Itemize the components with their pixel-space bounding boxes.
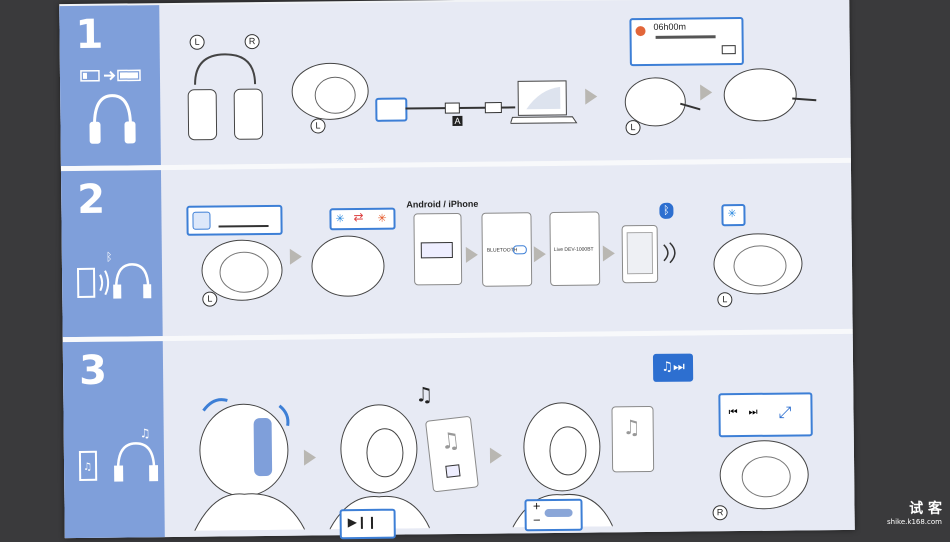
headphone-side-label: R	[712, 505, 728, 521]
right-indicator: R	[244, 34, 260, 50]
red-led-icon	[635, 26, 646, 37]
cable-label: A	[452, 115, 463, 127]
music-note-icon: ♫	[439, 428, 462, 456]
headphones-top-view	[187, 53, 264, 141]
battery-full-icon	[721, 45, 736, 55]
phone-music-headphones-icon: ♫ ♫	[78, 426, 159, 482]
settings-icon	[420, 242, 453, 259]
arrow	[489, 447, 503, 464]
volume-minus-icon: −	[532, 515, 542, 527]
arrow	[465, 246, 478, 263]
svg-text:♫: ♫	[140, 426, 151, 440]
headphone-usb-port	[291, 62, 369, 120]
track-skip-box: ⏮ ⏭ ⤢	[718, 392, 813, 438]
arrow	[303, 449, 317, 466]
watermark-brand: 试 客	[909, 501, 942, 517]
section-title: Android / iPhone	[406, 198, 479, 210]
headphones-icon	[89, 94, 136, 144]
laptop-icon	[510, 80, 578, 124]
headphone-power	[201, 239, 283, 301]
step-3-row: 3 ♫ ♫ ♫ ♫	[62, 333, 855, 540]
next-track-icon: ⏭	[748, 406, 758, 418]
hold-7s-icon	[218, 212, 269, 228]
headphone-pairing	[311, 235, 385, 297]
music-skip-icon: ♫⏭	[652, 353, 694, 382]
power-hold-box	[186, 204, 283, 236]
instruction-sheet: 1 L R L	[59, 0, 855, 540]
toggle-icon	[512, 245, 527, 255]
blue-led-icon: ✳	[335, 212, 345, 226]
play-pause-button-box: ▶❙❙	[339, 508, 396, 540]
play-pause-icon: ▶❙❙	[347, 514, 378, 530]
slide-gesture-icon: ⤢	[778, 402, 792, 422]
red-led-icon: ✳	[377, 211, 387, 225]
blue-led-icon: ✳	[727, 207, 737, 221]
phone-volume-screen: ♫	[611, 405, 655, 473]
svg-text:♫: ♫	[83, 462, 92, 473]
headphone-side-label: L	[625, 120, 641, 136]
step-2-sidebar: 2 ᛒ	[60, 170, 163, 338]
headphone-connected	[713, 233, 803, 295]
headphone-side-label: L	[310, 118, 326, 134]
arrow	[533, 246, 546, 263]
charge-timer-box: 06h00m	[629, 16, 744, 67]
arrow	[700, 84, 713, 101]
headphone-unplug	[723, 68, 817, 122]
music-notes-icon: ♫	[415, 382, 434, 407]
arrow	[289, 248, 302, 265]
phone-screen	[626, 231, 654, 275]
phone-connected	[621, 224, 659, 284]
bluetooth-icon: ᛒ	[659, 202, 674, 219]
previous-track-icon: ⏮	[728, 407, 738, 419]
charge-progress-bar	[655, 35, 716, 39]
power-button-icon	[192, 211, 211, 230]
step-number: 2	[77, 176, 106, 223]
led-blue-box: ✳	[721, 203, 746, 227]
phone-play-screen: ♫	[424, 415, 479, 493]
watermark: 试 客 shike.k168.com	[887, 498, 942, 526]
headphone-charging	[624, 77, 701, 127]
timer-readout: 06h00m	[653, 21, 687, 32]
phone-to-headphones-icon	[76, 263, 152, 299]
step-1-sidebar: 1	[59, 5, 161, 167]
phone-device-list-screen: Live DEV-1000BT	[549, 211, 601, 287]
step-2-row: 2 ᛒ L ✳ ⇄ ✳ Android	[60, 162, 853, 338]
watermark-site: shike.k168.com	[887, 518, 942, 526]
signal-waves-icon	[663, 242, 676, 264]
step-1-row: 1 L R L	[59, 0, 851, 167]
volume-rocker-icon	[544, 508, 573, 518]
headphone-side-label: L	[202, 291, 218, 307]
device-entry: Live DEV-1000BT	[553, 246, 594, 253]
phone-settings-screen	[413, 212, 463, 286]
battery-charge-icon	[80, 69, 141, 82]
usb-port-zoom	[375, 97, 408, 122]
usb-cable-icon	[405, 102, 516, 114]
arrow	[602, 245, 615, 262]
left-indicator: L	[189, 34, 205, 50]
step-number: 3	[78, 347, 108, 394]
arrow	[585, 88, 598, 105]
volume-plus-icon: +	[532, 501, 541, 513]
volume-button-box: + −	[524, 498, 583, 532]
swap-arrow-icon: ⇄	[353, 209, 364, 225]
phone-bluetooth-screen: BLUETOOTH	[481, 212, 533, 287]
headphone-side-view	[719, 440, 809, 510]
bluetooth-icon: ᛒ	[105, 250, 113, 264]
head-adjust-figure	[194, 398, 305, 531]
led-flash-box: ✳ ⇄ ✳	[329, 207, 396, 231]
step-number: 1	[75, 11, 104, 58]
step-3-sidebar: 3 ♫ ♫	[62, 341, 165, 539]
play-button-icon	[445, 464, 461, 478]
music-note-icon: ♫	[622, 415, 641, 440]
headphone-side-label: L	[717, 292, 733, 308]
